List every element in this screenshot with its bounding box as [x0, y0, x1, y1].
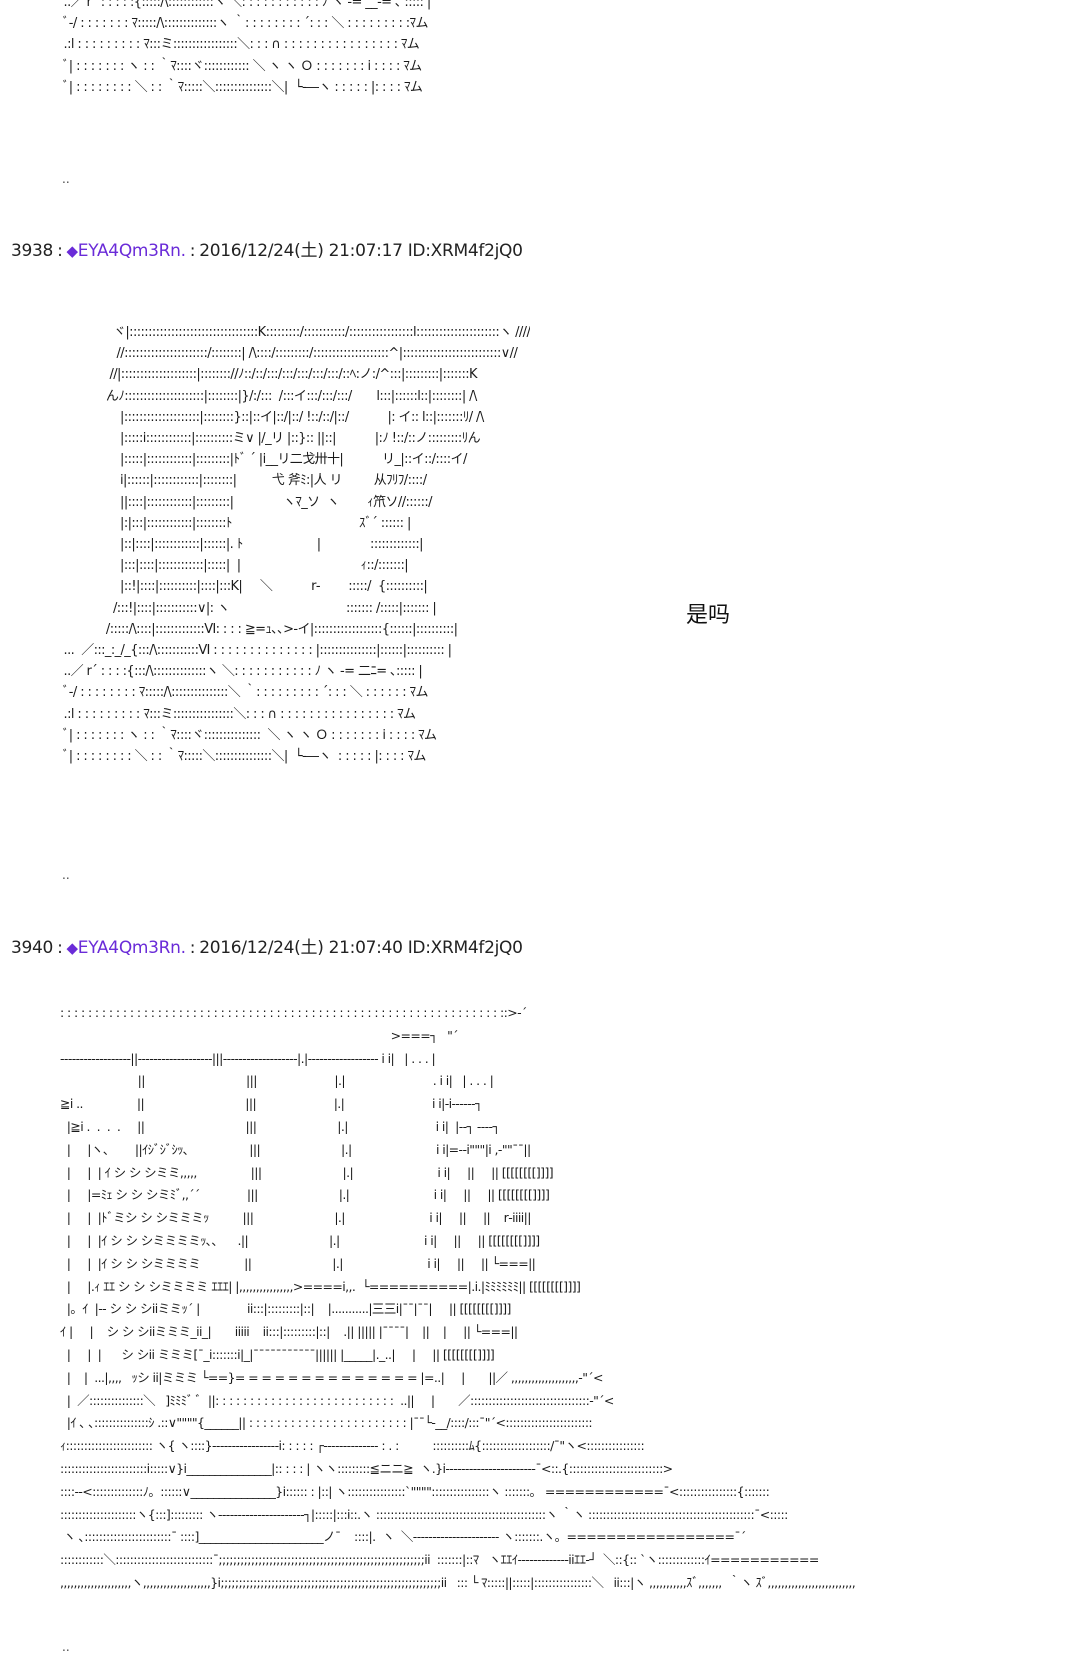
separator: : — [57, 241, 63, 261]
spacer-dots: .. — [62, 868, 70, 882]
diamond-icon: ◆ — [66, 939, 79, 957]
post-number: 3938 — [11, 241, 54, 261]
post-header: 3938:◆EYA4Qm3Rn.:2016/12/24(土) 21:07:17 … — [11, 240, 523, 262]
ascii-art-top: ..／ r´ : : : : :{:::::/\::::::::::::ヽ ＼:… — [60, 0, 431, 95]
post-number: 3940 — [11, 938, 54, 958]
separator: : — [189, 938, 196, 958]
separator: : — [57, 938, 63, 958]
spacer-dots: .. — [62, 1640, 70, 1654]
post-meta: 2016/12/24(土) 21:07:40 ID:XRM4f2jQ0 — [199, 938, 523, 958]
post-meta: 2016/12/24(土) 21:07:17 ID:XRM4f2jQ0 — [199, 241, 523, 261]
ascii-art-main: ヾ|::::::::::::::::::::::::::::::::::K:::… — [60, 325, 531, 765]
separator: : — [189, 241, 196, 261]
diamond-icon: ◆ — [66, 242, 79, 260]
post-header: 3940:◆EYA4Qm3Rn.:2016/12/24(土) 21:07:40 … — [11, 937, 523, 959]
poster-tripcode[interactable]: EYA4Qm3Rn. — [77, 938, 186, 958]
spacer-dots: .. — [62, 172, 70, 186]
ascii-art-room: : : : : : : : : : : : : : : : : : : : : … — [60, 1005, 856, 1590]
poster-tripcode[interactable]: EYA4Qm3Rn. — [77, 241, 186, 261]
caption-text: 是吗 — [686, 603, 731, 628]
